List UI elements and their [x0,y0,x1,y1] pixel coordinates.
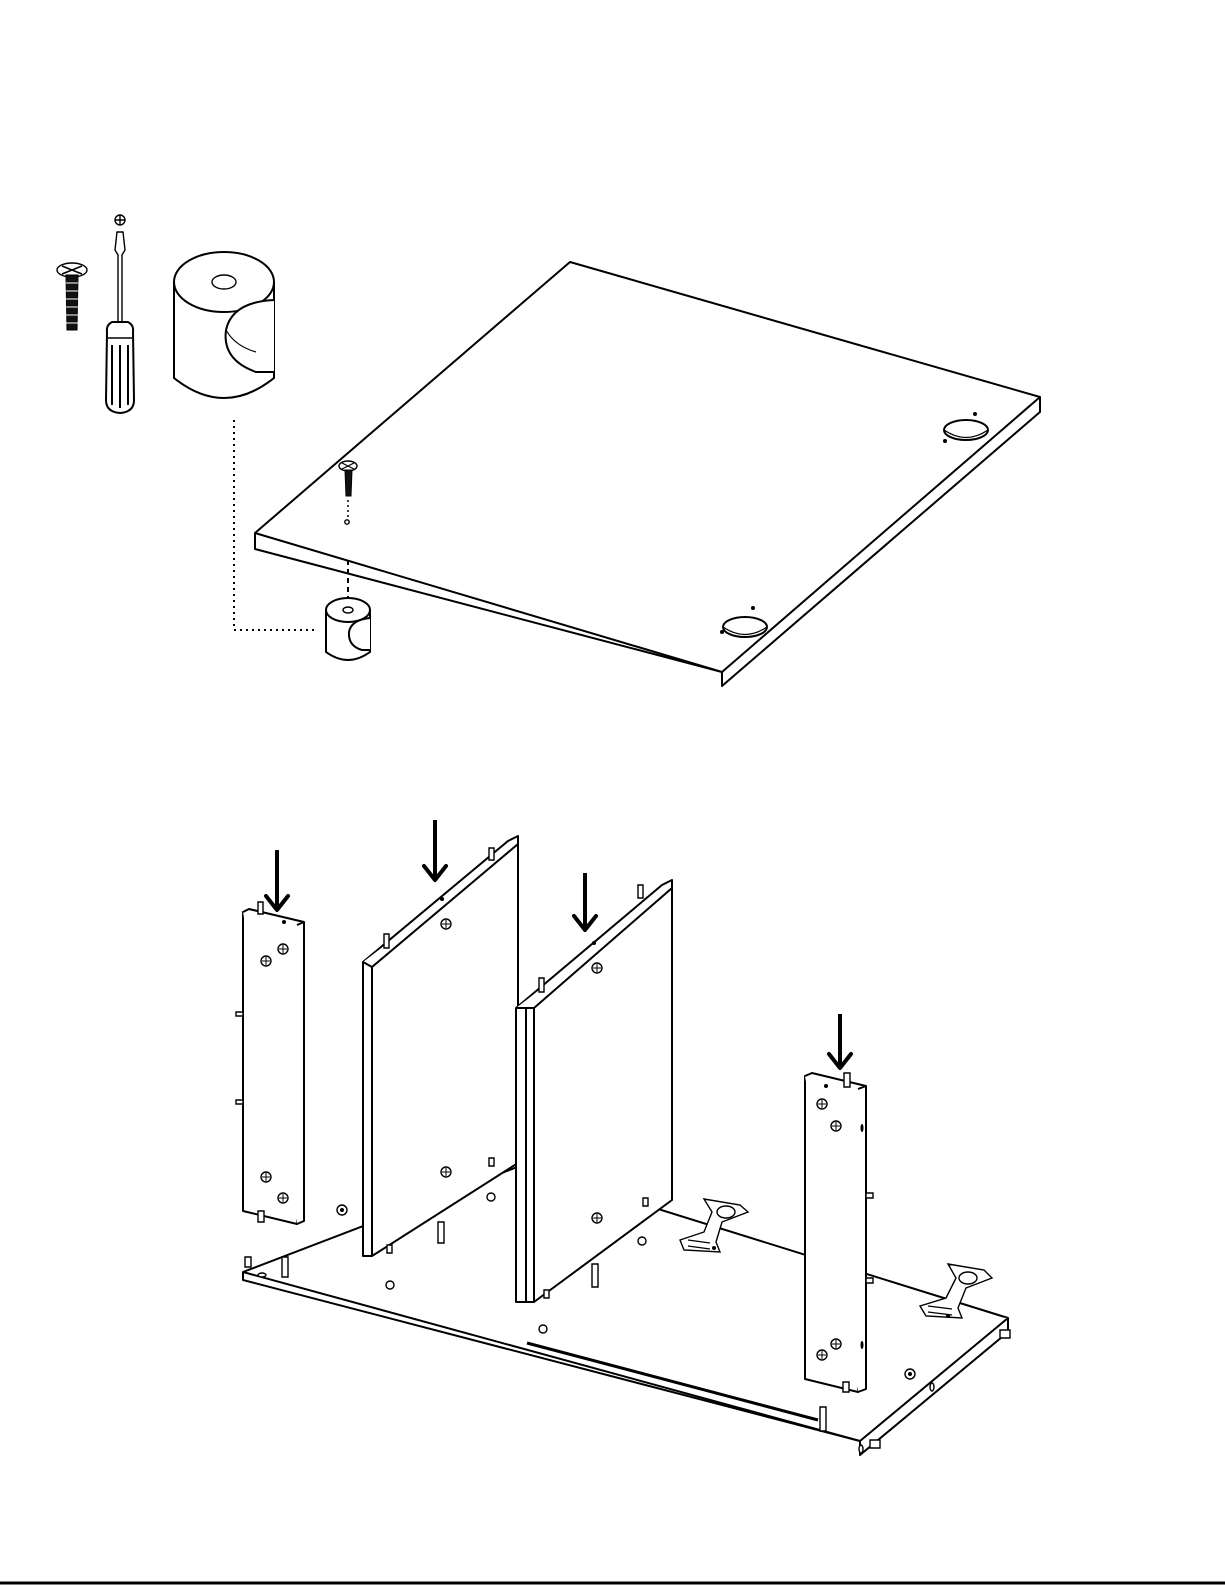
down-arrow-icon [829,1014,851,1068]
step-2-figure [236,820,1010,1455]
top-panel [255,262,1040,686]
left-side-panel [236,902,304,1224]
screw-icon [57,263,87,330]
step-1-figure [57,215,1040,686]
down-arrow-icon [424,820,446,880]
down-arrow-icon [574,873,596,930]
knob-icon [326,598,370,660]
knob-icon [174,252,274,398]
right-side-panel [805,1073,873,1392]
down-arrow-icon [266,850,288,910]
screwdriver-icon [106,215,134,413]
